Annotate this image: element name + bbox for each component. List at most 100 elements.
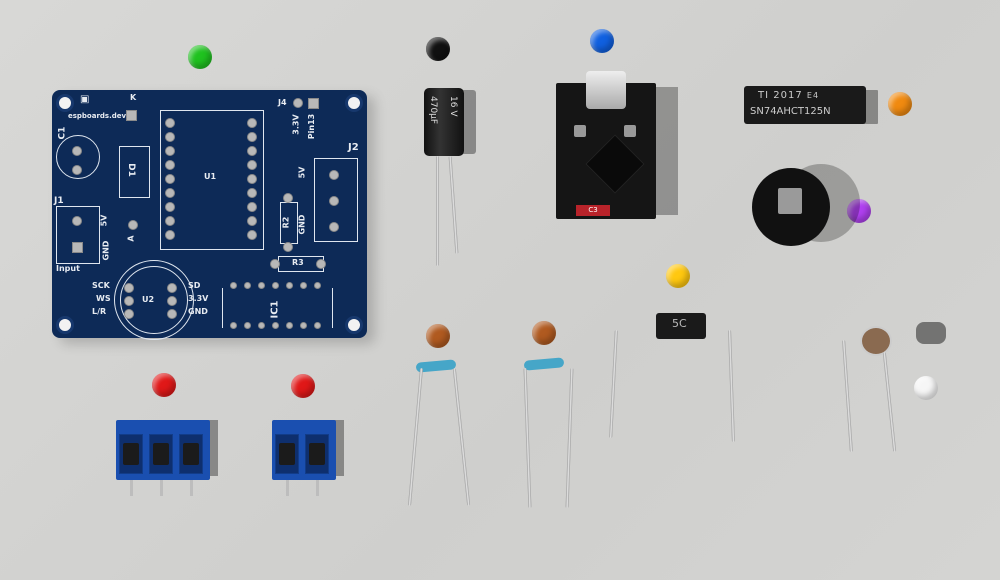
- marker-yellow-icon: [666, 264, 690, 288]
- u2-outline-inner: [120, 266, 188, 334]
- board-label: C3: [576, 205, 610, 216]
- screw-icon: [153, 443, 169, 465]
- pad: [165, 188, 175, 198]
- pad: [329, 196, 339, 206]
- mount-hole: [56, 316, 74, 334]
- pad: [72, 146, 82, 156]
- pcb-label-k: K: [130, 93, 137, 102]
- marker-brown-2-icon: [532, 321, 556, 345]
- pcb-label-gnd: GND: [101, 240, 111, 261]
- pad: [247, 216, 257, 226]
- pcb-label-gnd: GND: [188, 307, 208, 316]
- u2-outline-outer: [114, 260, 194, 340]
- pad: [128, 220, 138, 230]
- resistor: [523, 357, 565, 371]
- capacitor-voltage: 16 V: [448, 96, 458, 117]
- pad: [230, 322, 237, 329]
- pad: [258, 322, 265, 329]
- pad: [230, 282, 237, 289]
- ic1-edge: [332, 288, 333, 328]
- pcb-label-lr: L/R: [92, 307, 107, 316]
- marker-red-2-icon: [291, 374, 315, 398]
- resistor-lead: [452, 368, 471, 506]
- electrolytic-capacitor: 470µF 16 V: [424, 88, 464, 156]
- pad: [165, 146, 175, 156]
- capacitor-lead: [436, 156, 439, 266]
- pad: [247, 202, 257, 212]
- pad: [165, 202, 175, 212]
- pad: [258, 282, 265, 289]
- terminal-block-2pin: [272, 420, 336, 496]
- ic1-edge: [222, 288, 223, 328]
- mount-hole: [345, 94, 363, 112]
- pad: [165, 160, 175, 170]
- marker-black-icon: [426, 37, 450, 61]
- screw-icon: [123, 443, 139, 465]
- screw-icon: [279, 443, 295, 465]
- screw-icon: [309, 443, 325, 465]
- marker-red-1-icon: [152, 373, 176, 397]
- pcb-label-5v: 5V: [99, 214, 109, 227]
- pcb-label-sck: SCK: [92, 281, 110, 290]
- pcb-label-input: Input: [56, 264, 80, 273]
- pad: [124, 283, 134, 293]
- diode-lead: [609, 329, 618, 439]
- resistor-lead: [407, 368, 424, 506]
- marker-purple-icon: [847, 199, 871, 223]
- pad: [244, 322, 251, 329]
- pad: [72, 216, 82, 226]
- ldr-lead: [842, 340, 853, 452]
- pad: [247, 188, 257, 198]
- marker-green-icon: [188, 45, 212, 69]
- diode: 5C: [656, 313, 706, 339]
- pad: [272, 282, 279, 289]
- pad: [314, 322, 321, 329]
- pad: [165, 230, 175, 240]
- marker-brown-1-icon: [426, 324, 450, 348]
- pad: [329, 222, 339, 232]
- reset-button: [624, 125, 636, 137]
- pad: [308, 98, 319, 109]
- pcb-label-ic1: IC1: [269, 300, 281, 319]
- ic-lot: E4: [806, 91, 820, 100]
- pad: [72, 242, 83, 253]
- pcb-label-j2: J2: [348, 142, 359, 153]
- pad: [247, 174, 257, 184]
- pcb-label-3v3: 3.3V: [291, 114, 301, 135]
- pcb-brand: espboards.dev: [68, 112, 127, 120]
- marker-orange-icon: [888, 92, 912, 116]
- d1-outline: [119, 146, 150, 198]
- diode-lead: [728, 329, 735, 443]
- pad: [244, 282, 251, 289]
- capacitor-lead: [448, 156, 459, 254]
- pcb-board: ▣ espboards.dev C1 K D1 A J1 5V GND Inpu…: [52, 90, 367, 340]
- pad: [167, 283, 177, 293]
- pad: [286, 322, 293, 329]
- pcb-label-d1: D1: [125, 163, 136, 177]
- boot-button: [574, 125, 586, 137]
- pad: [329, 170, 339, 180]
- ic-chip: TI 2017 E4 SN74AHCT125N: [744, 86, 866, 124]
- pad: [314, 282, 321, 289]
- terminal-block-3pin: [116, 420, 210, 496]
- resistor-lead: [565, 367, 574, 509]
- pcb-label-5v: 5V: [297, 166, 307, 179]
- pad: [247, 118, 257, 128]
- pad: [300, 282, 307, 289]
- pcb-label-r3: R3: [292, 258, 304, 267]
- pad: [286, 282, 293, 289]
- pcb-label-3v3: 3.3V: [188, 294, 209, 303]
- mcu-chip: [585, 134, 645, 194]
- u1-outline: [160, 110, 264, 250]
- diode-marking: 5C: [672, 317, 687, 330]
- photoresistor: [860, 326, 892, 356]
- ic-date-code: 2017: [773, 90, 803, 101]
- marker-blue-icon: [590, 29, 614, 53]
- screw-icon: [183, 443, 199, 465]
- pad: [316, 259, 326, 269]
- mount-hole: [56, 94, 74, 112]
- ldr-shadow: [916, 322, 946, 344]
- capacitor-marking: 470µF: [428, 96, 438, 125]
- pcb-label-u1: U1: [204, 172, 217, 181]
- pad: [247, 230, 257, 240]
